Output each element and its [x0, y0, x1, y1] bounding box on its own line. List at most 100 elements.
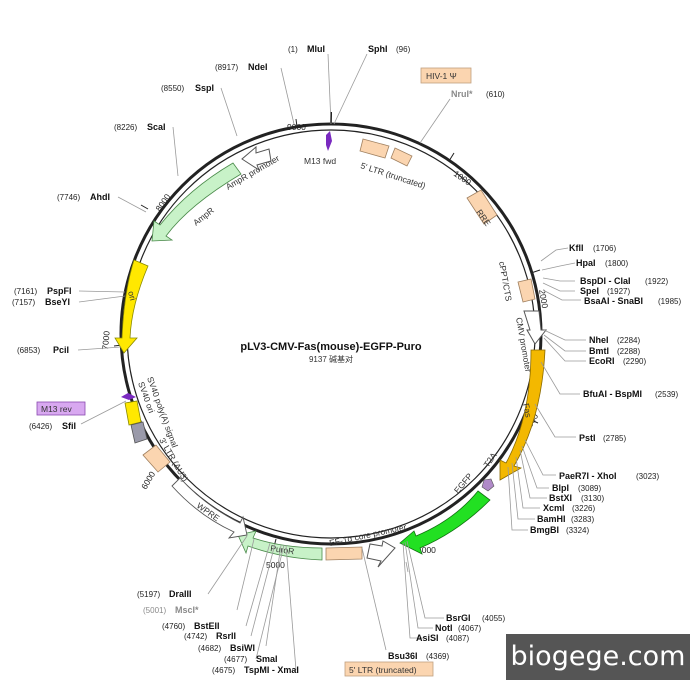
site-pos-bsteii: (4760): [162, 622, 185, 631]
wpre-feature: WPRE: [171, 477, 248, 539]
site-pos-bmgbi: (3324): [566, 526, 589, 535]
tick-label-2000: 2000: [537, 289, 550, 310]
site-name-hpai: HpaI: [576, 258, 596, 268]
site-name-pcii: PciI: [53, 345, 69, 355]
ltr5-bottom-label: 5' LTR (truncated): [349, 665, 417, 675]
site-name-mlui: MluI: [307, 44, 325, 54]
site-name-spei: SpeI: [580, 286, 599, 296]
site-pos-psti: (2785): [603, 434, 626, 443]
site-name-bspdi: BspDI - ClaI: [580, 276, 631, 286]
ltr5-top-feature: [359, 138, 413, 167]
plasmid-title: pLV3-CMV-Fas(mouse)-EGFP-Puro: [240, 341, 422, 353]
site-name-scai: ScaI: [147, 122, 166, 132]
site-pos-pcii: (6853): [17, 346, 40, 355]
site-pos-scai: (8226): [114, 123, 137, 132]
ori-label: ori: [126, 290, 138, 302]
site-pos-ecori: (2290): [623, 357, 646, 366]
site-name-sspi: SspI: [195, 83, 214, 93]
rre-feature: RRE: [466, 189, 498, 228]
site-name-msci: MscI*: [175, 605, 199, 615]
site-name-nhei: NheI: [589, 335, 609, 345]
fas-feature: Fas: [499, 349, 546, 481]
site-pos-sphi: (96): [396, 45, 411, 54]
site-pos-nhei: (2284): [617, 336, 640, 345]
fas-label: Fas: [521, 402, 534, 418]
tick-label-4000: 4000: [417, 545, 436, 555]
site-name-smai: SmaI: [256, 654, 278, 664]
ori-feature: ori: [114, 259, 149, 354]
site-name-bmti: BmtI: [589, 346, 609, 356]
cppt-feature: [517, 278, 536, 303]
site-pos-blpi: (3089): [578, 484, 601, 493]
site-pos-bstxi: (3130): [581, 494, 604, 503]
site-name-bsrgi: BsrGI: [446, 613, 471, 623]
site-leaders: [77, 53, 586, 671]
site-name-kfli: KflI: [569, 243, 584, 253]
site-pos-bseyi: (7157): [12, 298, 35, 307]
t2a-feature: [481, 478, 495, 492]
plasmid-length: 9137 碱基对: [309, 354, 353, 364]
puror-feature: PuroR: [237, 530, 323, 561]
site-pos-noti: (4067): [458, 624, 481, 633]
cppt-label: cPPT/CTS: [497, 261, 514, 303]
site-name-bsiwi: BsiWI: [230, 643, 255, 653]
site-name-bsu36i: Bsu36I: [388, 651, 418, 661]
site-pos-bsaai: (1985): [658, 297, 681, 306]
site-pos-hpai: (1800): [605, 259, 628, 268]
site-pos-bfuai: (2539): [655, 390, 678, 399]
site-name-asisi: AsiSI: [416, 633, 439, 643]
site-name-bseyi: BseYI: [45, 297, 70, 307]
site-pos-mlui: (1): [288, 45, 298, 54]
cmv-promoter-feature: [523, 310, 548, 345]
site-name-rsrii: RsrII: [216, 631, 236, 641]
site-pos-bsrgi: (4055): [482, 614, 505, 623]
site-name-drai: DraIII: [169, 589, 192, 599]
tick-label-7000: 7000: [100, 330, 112, 350]
site-pos-msci: (5001): [143, 606, 166, 615]
site-name-pspfi: PspFI: [47, 286, 72, 296]
site-pos-bspdi: (1922): [645, 277, 668, 286]
ampr-label: AmpR: [191, 205, 216, 227]
m13-fwd-label: M13 fwd: [304, 156, 336, 166]
site-pos-sfii: (6426): [29, 422, 52, 431]
site-name-nrui: NruI*: [451, 89, 473, 99]
site-name-sfii: SfiI: [62, 421, 76, 431]
m13-rev-label: M13 rev: [41, 404, 72, 414]
site-pos-sspi: (8550): [161, 84, 184, 93]
site-pos-spei: (1927): [607, 287, 630, 296]
site-name-paer7i: PaeR7I - XhoI: [559, 471, 617, 481]
site-name-ecori: EcoRI: [589, 356, 615, 366]
egfp-feature: [399, 490, 491, 555]
ltr5-top-label: 5' LTR (truncated): [359, 160, 427, 190]
site-name-bfuai: BfuAI - BspMI: [583, 389, 642, 399]
site-name-bamhi: BamHI: [537, 514, 566, 524]
site-pos-bsiwi: (4682): [198, 644, 221, 653]
site-pos-asisi: (4087): [446, 634, 469, 643]
tick-label-9000: 9000: [287, 122, 306, 132]
ef1a-promoter-feature: [366, 540, 396, 568]
site-pos-ndei: (8917): [215, 63, 238, 72]
site-pos-bamhi: (3283): [571, 515, 594, 524]
ltr3-feature: [142, 444, 171, 473]
site-pos-bsu36i: (4369): [426, 652, 449, 661]
m13-rev-primer: [121, 393, 136, 400]
site-name-sphi: SphI: [368, 44, 388, 54]
site-name-noti: NotI: [435, 623, 453, 633]
site-name-xcmi: XcmI: [543, 503, 565, 513]
sv40-polya-feature: [124, 400, 142, 426]
puror-label: PuroR: [270, 543, 295, 556]
site-pos-kfli: (1706): [593, 244, 616, 253]
site-pos-bmti: (2288): [617, 347, 640, 356]
site-name-bsteii: BstEII: [194, 621, 220, 631]
site-pos-tspmi: (4675): [212, 666, 235, 675]
hiv-psi-box: HIV-1 Ψ: [420, 67, 472, 84]
site-pos-drai: (5197): [137, 590, 160, 599]
site-pos-xcmi: (3226): [572, 504, 595, 513]
site-pos-nrui: (610): [486, 90, 505, 99]
site-pos-smai: (4677): [224, 655, 247, 664]
site-pos-pspfi: (7161): [14, 287, 37, 296]
tick-label-5000: 5000: [266, 560, 285, 570]
site-name-bstxi: BstXI: [549, 493, 572, 503]
site-name-ahdi: AhdI: [90, 192, 110, 202]
